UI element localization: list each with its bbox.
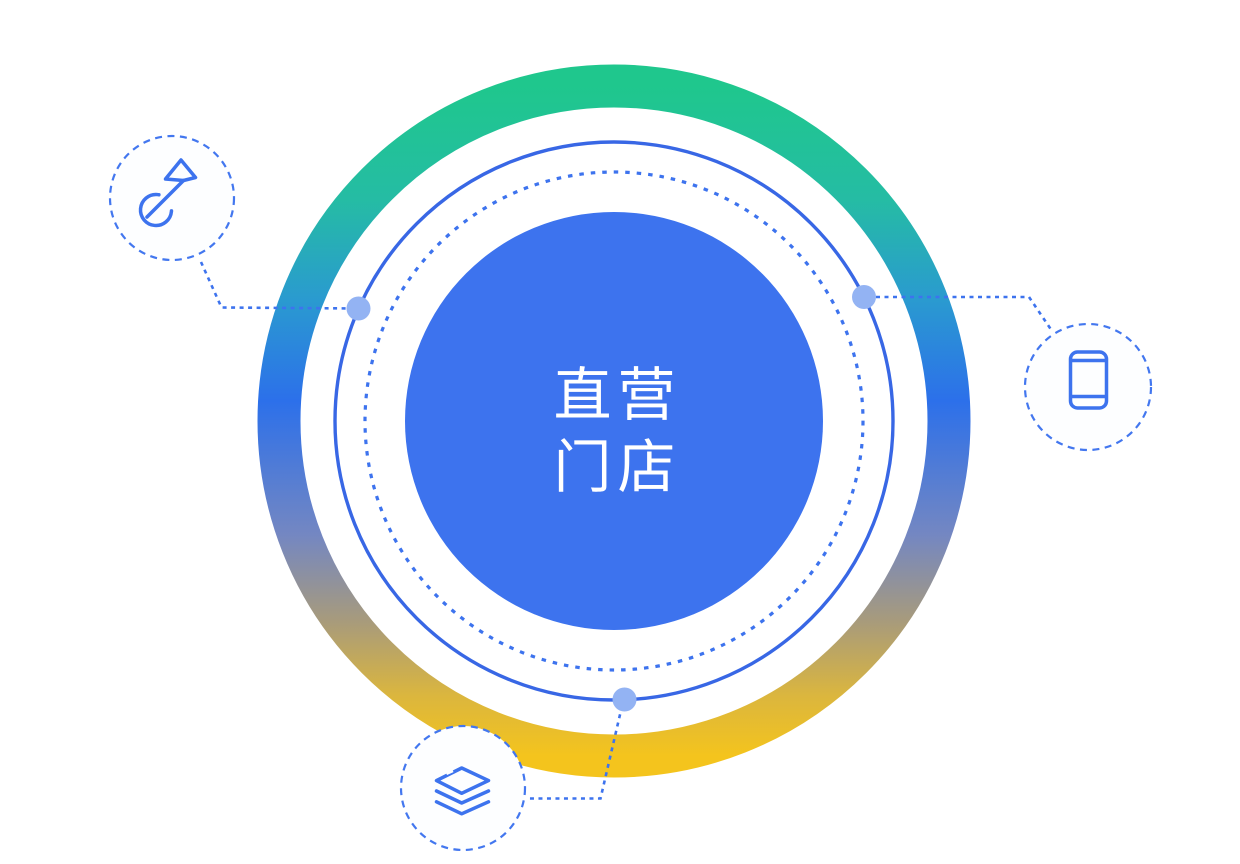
satellite-circle-target <box>108 134 236 262</box>
layers-stack-icon <box>434 766 491 816</box>
smartphone-icon <box>1068 350 1109 410</box>
center-circle <box>405 212 823 630</box>
dart-arrow-icon <box>138 158 198 228</box>
satellite-mobile <box>1023 322 1153 452</box>
connector-line-mobile <box>876 295 1054 332</box>
satellite-target-dart <box>108 134 236 262</box>
satellite-circle-layers <box>399 724 527 852</box>
satellite-layers <box>399 724 527 852</box>
outer-gradient-ring <box>257 64 971 778</box>
orbit-node-right <box>852 285 876 309</box>
orbit-ring-dashed <box>363 170 865 672</box>
satellite-circle-mobile <box>1023 322 1153 452</box>
orbit-node-left <box>346 296 371 321</box>
connector-line-layers <box>527 705 624 800</box>
orbit-node-bottom <box>612 687 637 712</box>
